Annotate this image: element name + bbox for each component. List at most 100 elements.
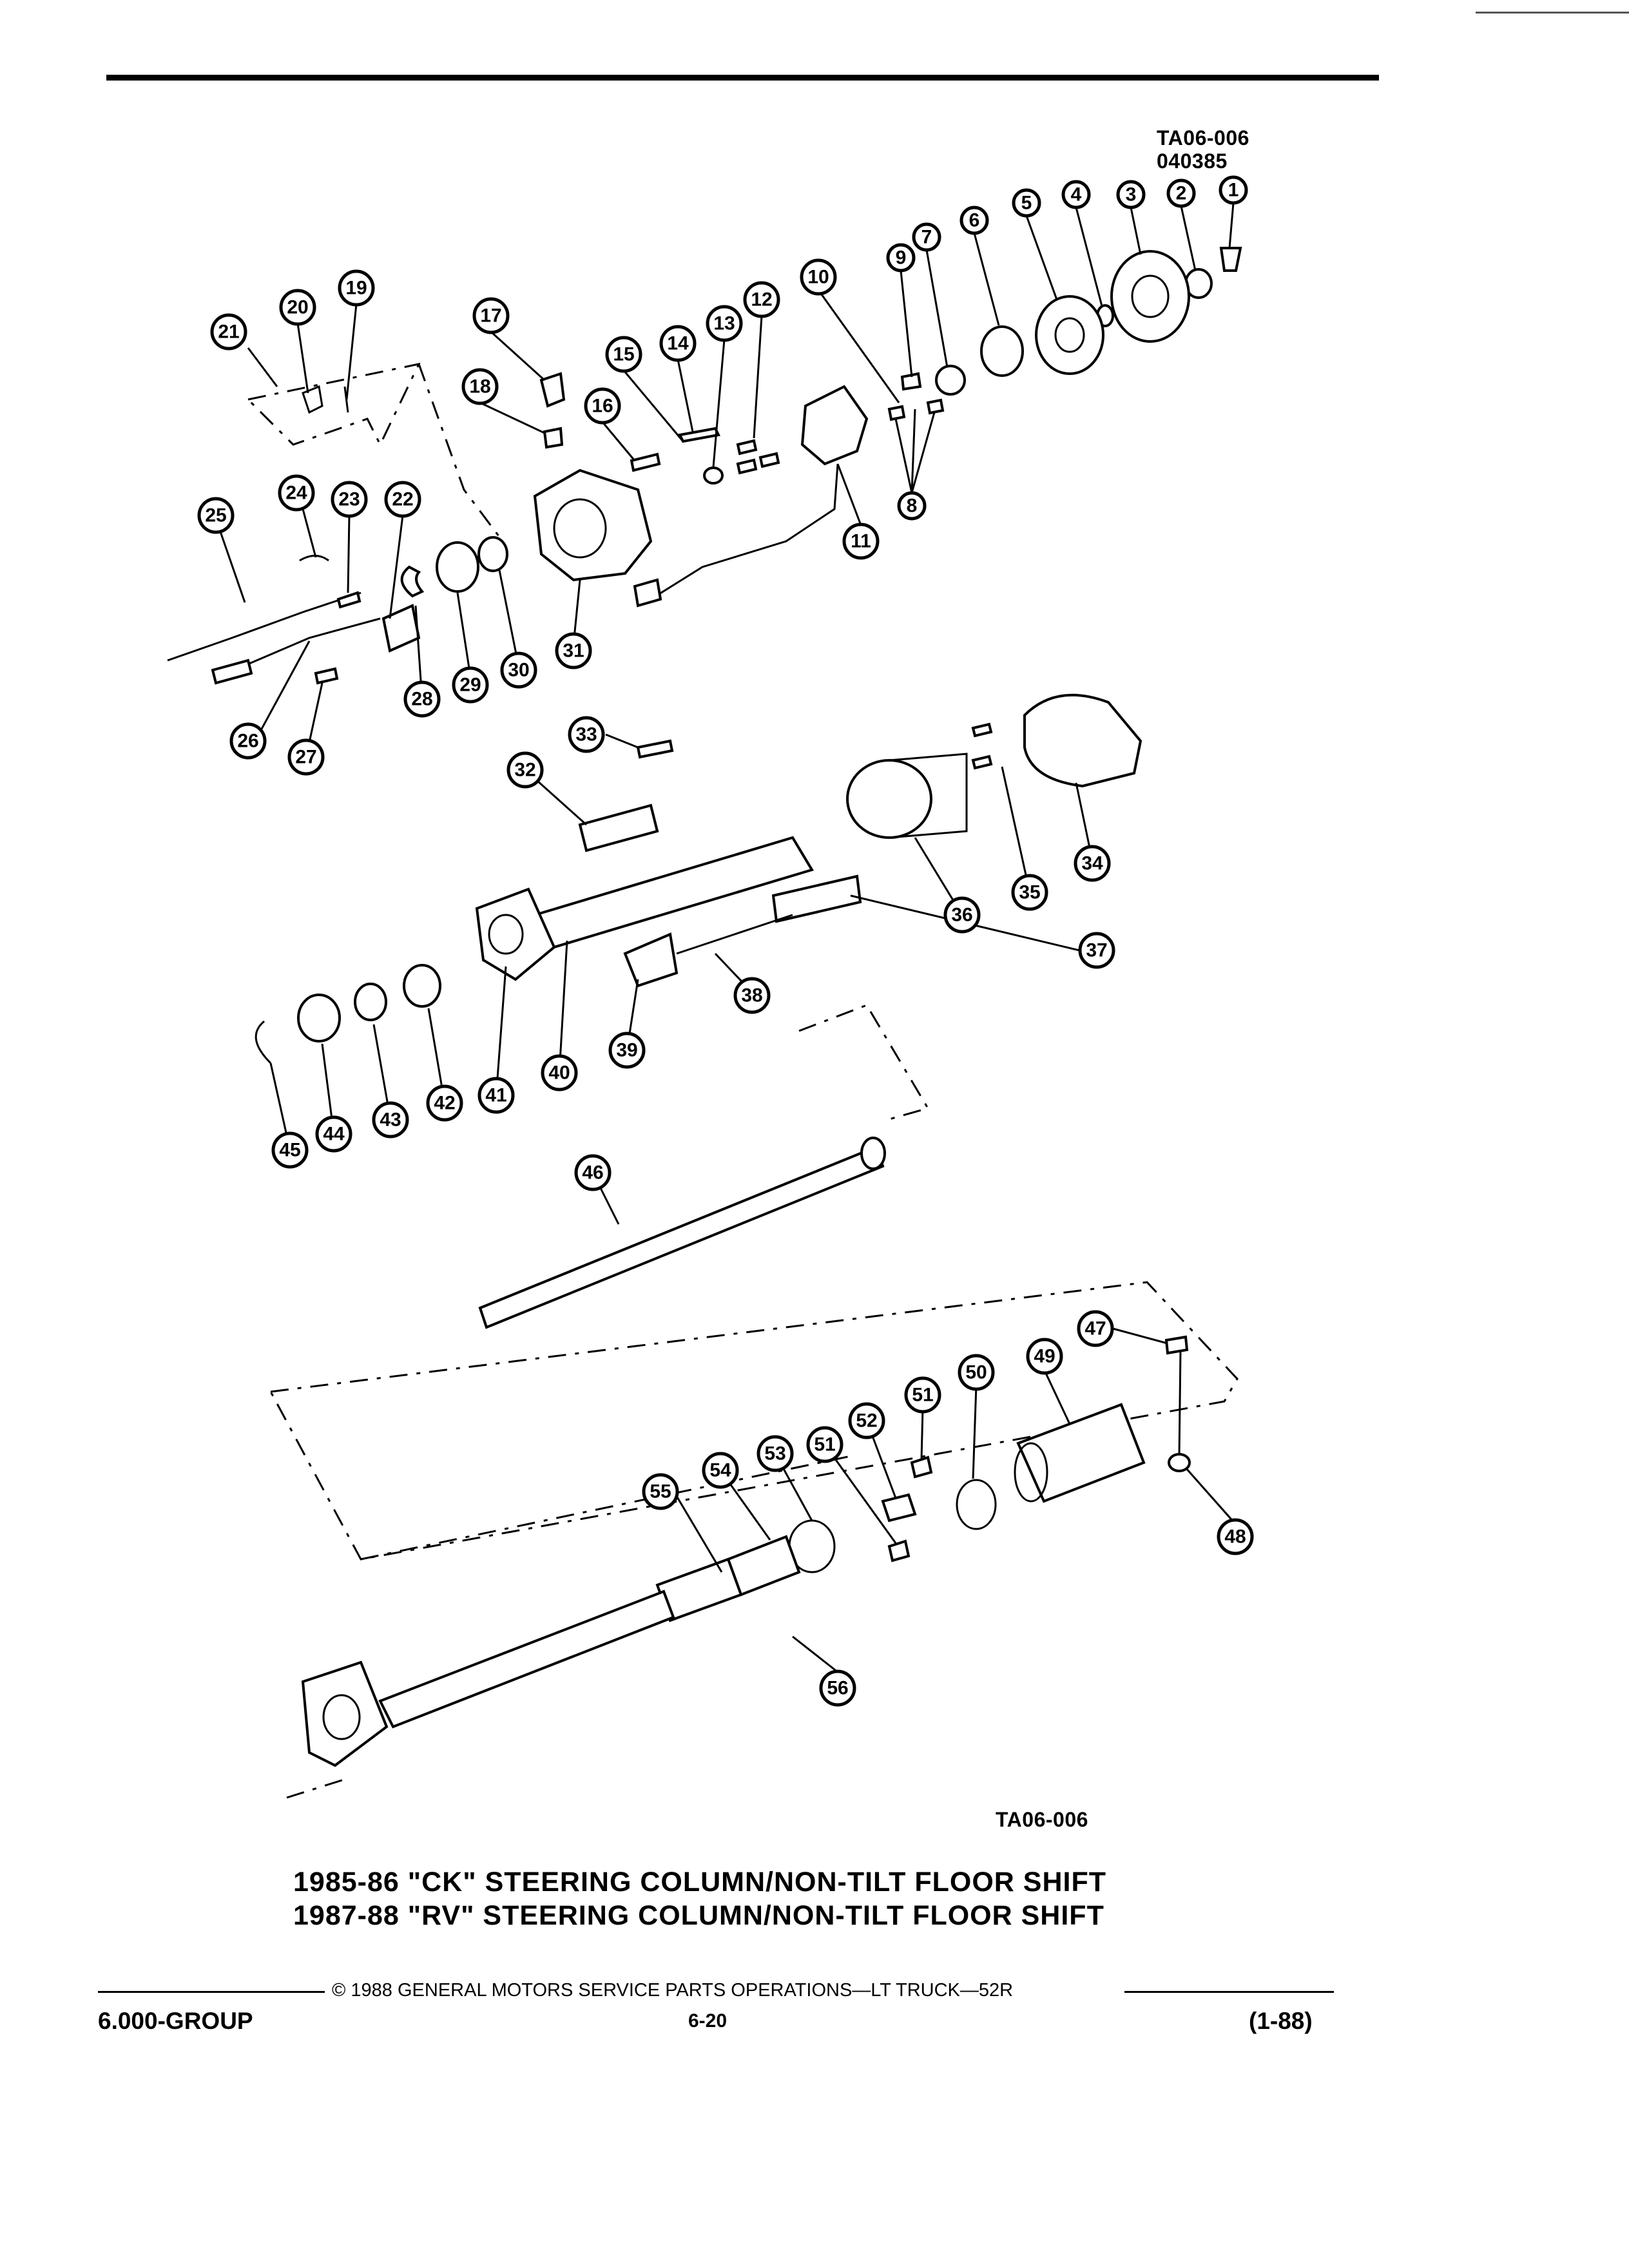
callout-2-label: 2: [1176, 183, 1187, 204]
callout-4: 4: [1061, 180, 1091, 209]
callout-6-label: 6: [969, 210, 980, 231]
callout-4-label: 4: [1071, 184, 1082, 206]
callout-33-label: 33: [575, 724, 597, 745]
part-41-mount-plate: [475, 887, 556, 981]
part-42-nut: [403, 964, 441, 1008]
part-3-lock-plate: [1110, 250, 1190, 343]
dashed-boundaries: [246, 362, 1239, 1799]
callout-3: 3: [1116, 180, 1146, 209]
callout-51-top: 51: [904, 1376, 941, 1414]
part-44-adapter: [297, 994, 341, 1043]
callout-27-label: 27: [295, 747, 316, 768]
upper-parts: [167, 247, 1242, 685]
part-56-intermediate-shaft: [378, 1590, 675, 1729]
callout-26-label: 26: [237, 731, 258, 752]
callout-10-label: 10: [807, 267, 829, 288]
part-6-bearing: [980, 325, 1024, 377]
part-34-bowl-cover: [1023, 693, 1142, 788]
callout-51-bottom-label: 51: [814, 1434, 835, 1456]
part-49-coupling: [1016, 1403, 1146, 1503]
callout-34: 34: [1074, 845, 1111, 882]
part-37-shroud: [771, 874, 862, 923]
part-28-rack: [400, 565, 425, 598]
callout-5-label: 5: [1021, 193, 1032, 214]
callout-37: 37: [1078, 932, 1115, 969]
part-1-retainer: [1219, 247, 1242, 272]
callout-29-label: 29: [459, 675, 481, 696]
callout-28-label: 28: [411, 689, 432, 710]
callout-30: 30: [500, 651, 537, 689]
callout-49: 49: [1026, 1338, 1063, 1375]
callout-50: 50: [958, 1354, 995, 1391]
callout-11: 11: [842, 523, 880, 560]
callout-31: 31: [555, 632, 592, 669]
part-24-spring: [299, 555, 329, 562]
callout-18-label: 18: [469, 376, 490, 398]
figure-code-line1: TA06-006: [1157, 126, 1249, 149]
callout-8: 8: [897, 491, 927, 521]
callout-21-label: 21: [218, 322, 239, 343]
callout-45: 45: [271, 1131, 309, 1169]
part-27-screw: [314, 667, 339, 685]
callout-44-label: 44: [323, 1124, 345, 1145]
part-47-bolt: [1164, 1335, 1189, 1355]
callout-46: 46: [574, 1154, 612, 1191]
callout-35: 35: [1011, 874, 1048, 911]
callout-30-label: 30: [508, 660, 529, 681]
callout-41-label: 41: [485, 1085, 506, 1106]
footer-page-number: 6-20: [688, 2010, 728, 2032]
callout-40-label: 40: [548, 1062, 570, 1084]
part-45-retainer: [255, 1020, 272, 1064]
callout-17-label: 17: [480, 305, 501, 327]
callout-43: 43: [372, 1101, 409, 1139]
callout-53: 53: [757, 1435, 794, 1472]
callout-56: 56: [819, 1669, 856, 1707]
callout-33: 33: [568, 716, 605, 753]
part-8-screws: [887, 398, 945, 421]
callout-56-label: 56: [827, 1678, 848, 1699]
callout-32: 32: [506, 751, 544, 789]
part-30-bearing: [477, 536, 508, 572]
callout-50-label: 50: [965, 1362, 987, 1383]
part-22-actuator: [381, 604, 421, 653]
corner-rule: [1476, 12, 1629, 14]
part-31-housing: [533, 468, 653, 582]
callout-20-label: 20: [287, 297, 308, 318]
callout-37-label: 37: [1086, 940, 1107, 961]
callout-8-label: 8: [907, 495, 918, 517]
footer-date: (1-88): [1249, 2008, 1313, 2034]
callout-44: 44: [315, 1115, 352, 1153]
callout-26: 26: [229, 722, 267, 760]
part-11-wire-harness: [650, 463, 839, 601]
callout-53-label: 53: [764, 1443, 786, 1465]
callout-24: 24: [278, 474, 315, 512]
callout-46-label: 46: [582, 1162, 603, 1184]
callout-41: 41: [477, 1077, 515, 1114]
callout-21: 21: [210, 313, 247, 351]
part-10-switch-housing: [800, 385, 869, 466]
footer-rule-right: [1124, 1991, 1334, 1993]
callout-1: 1: [1219, 175, 1248, 205]
callout-52-label: 52: [856, 1410, 877, 1432]
callout-5: 5: [1012, 188, 1041, 218]
part-36-bowl: [846, 759, 932, 839]
callout-3-label: 3: [1126, 184, 1137, 206]
caption-line2: 1987-88 "RV" STEERING COLUMN/NON-TILT FL…: [293, 1900, 1104, 1931]
part-32-bracket: [578, 803, 659, 852]
figure-code-top: TA06-006 040385: [1157, 126, 1249, 173]
part-17-buzzer-switch: [539, 372, 566, 408]
callout-54: 54: [702, 1452, 739, 1489]
part-16-screw: [630, 452, 661, 472]
callout-6: 6: [959, 206, 989, 235]
part-40-jacket: [532, 836, 815, 949]
callout-14-label: 14: [667, 333, 689, 354]
callout-55-label: 55: [650, 1481, 671, 1503]
callout-7: 7: [912, 222, 941, 252]
part-51-block-top: [910, 1456, 933, 1479]
callout-2: 2: [1166, 178, 1196, 208]
callout-17: 17: [472, 297, 510, 334]
figure-code-line2: 040385: [1157, 149, 1228, 173]
callout-45-label: 45: [279, 1140, 300, 1161]
callout-12: 12: [743, 281, 780, 318]
callout-55: 55: [642, 1473, 679, 1510]
